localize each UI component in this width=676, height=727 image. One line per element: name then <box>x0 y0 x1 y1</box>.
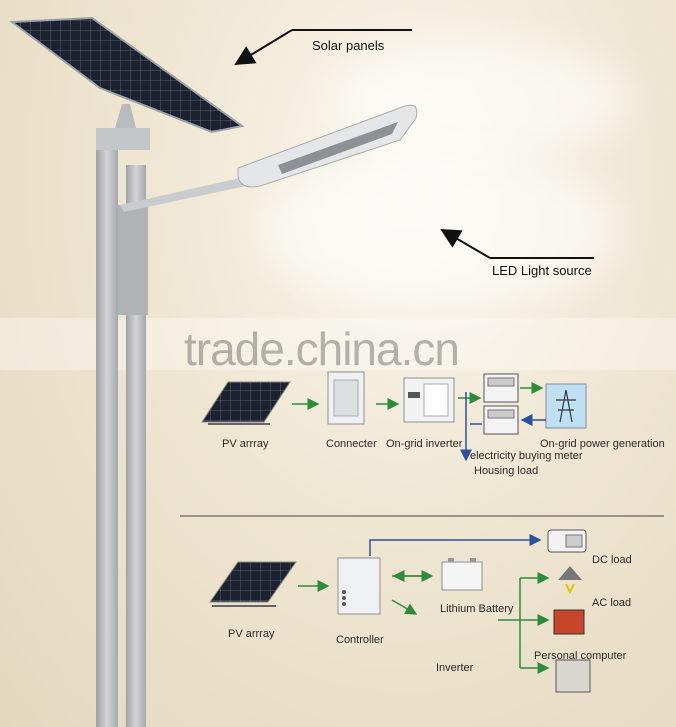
pv-array-icon <box>201 381 291 423</box>
solar-panels-arrow <box>234 29 293 66</box>
led-light-source-label: LED Light source <box>492 263 592 278</box>
led-lamp-head <box>237 104 418 188</box>
cloud <box>260 150 620 310</box>
computer-icon <box>553 609 585 635</box>
flow-arrow <box>391 599 418 615</box>
pv-array-icon <box>209 561 297 603</box>
lithium-battery-label: Lithium Battery <box>440 603 514 615</box>
offgrid-diagram <box>209 529 591 693</box>
offgrid-pv-array-label: PV arrray <box>228 628 275 640</box>
appliance-icon <box>555 659 591 693</box>
lamp-arm <box>120 178 246 212</box>
ac-load-label: AC load <box>592 597 632 609</box>
panel-mount <box>115 104 136 128</box>
battery-icon <box>441 561 483 591</box>
connecter-label: Connecter <box>326 438 377 450</box>
controller-label: Controller <box>336 634 384 646</box>
led-arrow <box>440 228 491 259</box>
on-grid-inverter-label: On-grid inverter <box>386 438 463 450</box>
lamp-icon <box>558 566 582 580</box>
pole-solar-panel <box>9 16 245 134</box>
pole-cap <box>96 128 150 150</box>
housing-load-label: Housing load <box>474 465 539 477</box>
watermark-text: trade.china.cn <box>184 323 460 375</box>
pole-box <box>118 205 148 315</box>
inverter-label: Inverter <box>436 662 474 674</box>
led-grille <box>278 122 398 174</box>
street-light <box>96 104 418 727</box>
grid-diagram <box>201 371 587 462</box>
grid-pv-array-label: PV arrray <box>222 438 269 450</box>
on-grid-power-generation-label: On-grid power generation <box>540 438 665 450</box>
solar-panels-label: Solar panels <box>312 38 385 53</box>
flow-arrow <box>369 534 542 556</box>
pole-left <box>96 148 118 727</box>
dc-load-label: DC load <box>592 554 632 566</box>
personal-computer-label: Personal computer <box>534 650 627 662</box>
electricity-buying-meter-label: electricity buying meter <box>470 450 583 462</box>
